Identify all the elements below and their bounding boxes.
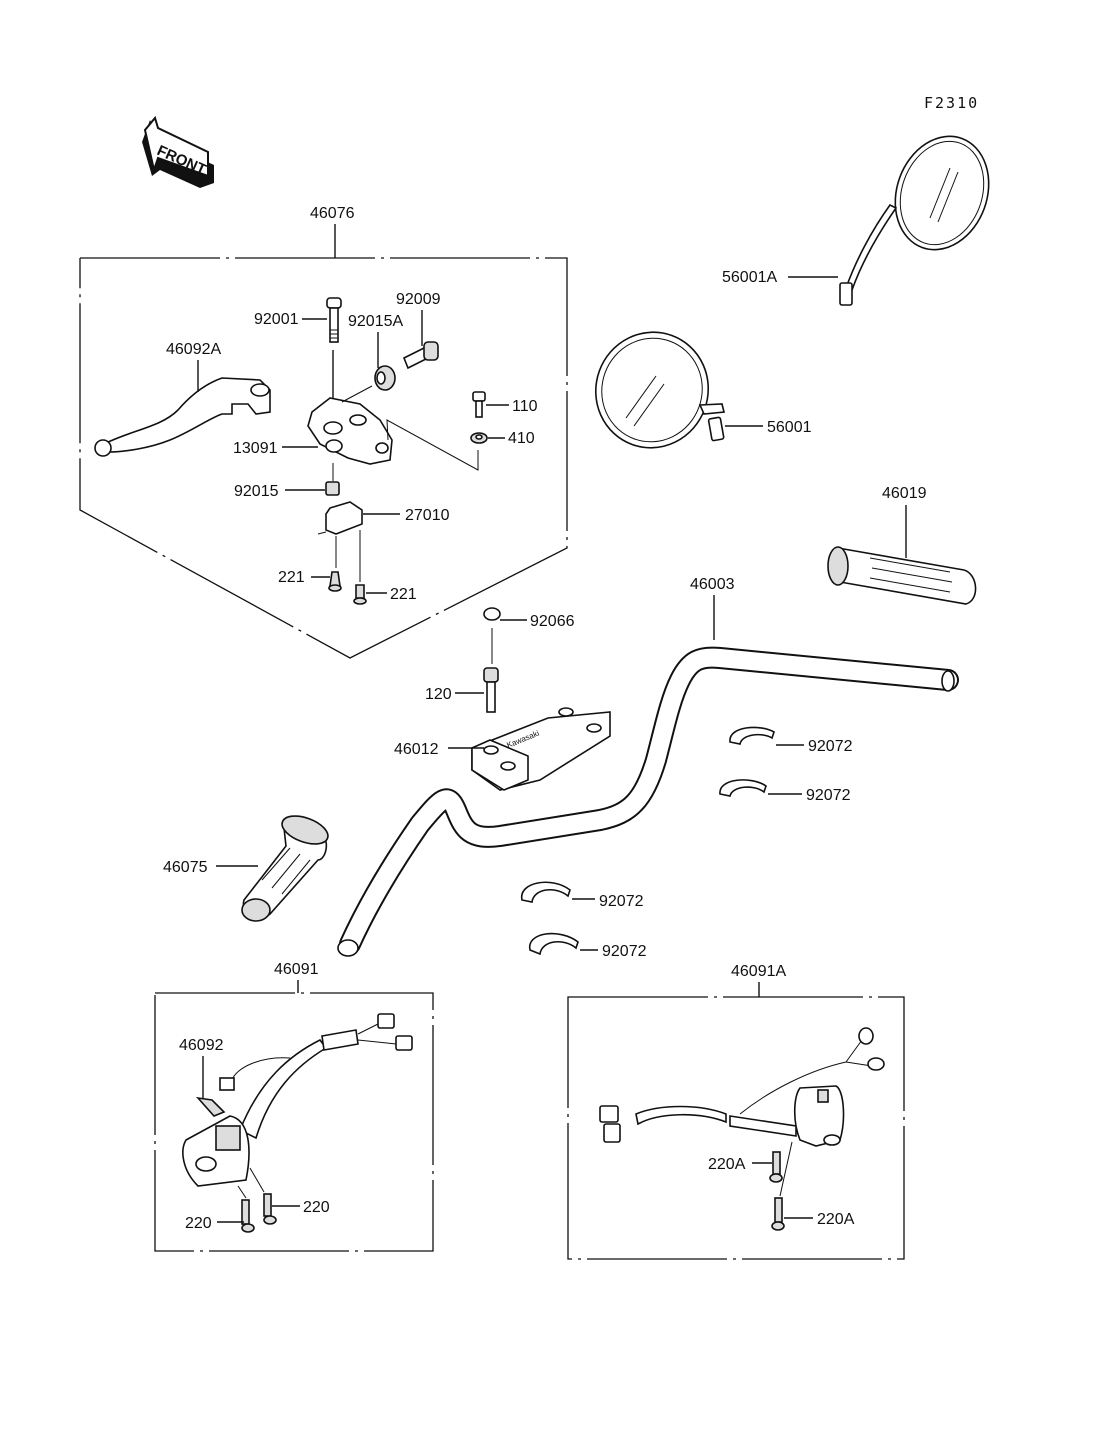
label-56001A: 56001A xyxy=(722,269,777,286)
label-46075: 46075 xyxy=(163,859,208,876)
label-46092: 46092 xyxy=(179,1037,224,1054)
part-410[interactable] xyxy=(470,432,488,444)
part-92015[interactable] xyxy=(325,481,340,496)
label-56001: 56001 xyxy=(767,419,812,436)
group-label-46076: 46076 xyxy=(310,205,355,222)
group-label-46091A: 46091A xyxy=(731,963,786,980)
part-46012[interactable]: Kawasaki xyxy=(471,707,611,791)
label-220A-b: 220A xyxy=(817,1211,855,1228)
part-220-a[interactable] xyxy=(241,1199,255,1233)
label-220-a: 220 xyxy=(185,1215,212,1232)
part-46019[interactable] xyxy=(827,546,977,605)
label-92072-b: 92072 xyxy=(806,787,851,804)
part-92072-d[interactable] xyxy=(529,932,579,956)
label-92072-c: 92072 xyxy=(599,893,644,910)
group-label-46091: 46091 xyxy=(274,961,319,978)
part-46091A-switch[interactable] xyxy=(599,1027,885,1147)
group-46091: 46091 46092 220 220 xyxy=(154,961,434,1252)
part-46075[interactable] xyxy=(241,811,332,922)
part-27010[interactable] xyxy=(317,501,363,535)
label-92015A: 92015A xyxy=(348,313,403,330)
label-92072-d: 92072 xyxy=(602,943,647,960)
part-220-b[interactable] xyxy=(263,1193,277,1225)
label-46003: 46003 xyxy=(690,576,735,593)
label-27010: 27010 xyxy=(405,507,450,524)
label-92066: 92066 xyxy=(530,613,575,630)
label-110: 110 xyxy=(512,398,538,415)
label-46092A: 46092A xyxy=(166,341,221,358)
group-box-46091A xyxy=(567,996,905,1260)
diagram-code: F2310 xyxy=(924,94,979,112)
part-92066[interactable] xyxy=(483,607,501,621)
part-110[interactable] xyxy=(472,391,486,418)
part-46091-switch[interactable] xyxy=(182,1013,413,1187)
part-221-b[interactable] xyxy=(353,584,367,605)
label-221-b: 221 xyxy=(390,586,417,603)
label-92009: 92009 xyxy=(396,291,441,308)
label-46012: 46012 xyxy=(394,741,439,758)
part-46092[interactable] xyxy=(195,1096,226,1117)
group-box-46076 xyxy=(79,257,568,659)
part-56001[interactable] xyxy=(580,316,726,463)
label-92015: 92015 xyxy=(234,483,279,500)
part-120[interactable] xyxy=(483,667,499,713)
label-220A-a: 220A xyxy=(708,1156,746,1173)
part-92001[interactable] xyxy=(326,297,342,343)
label-46019: 46019 xyxy=(882,485,927,502)
part-92072-b[interactable] xyxy=(719,779,767,797)
label-120: 120 xyxy=(425,686,452,703)
part-56001A[interactable] xyxy=(839,123,1004,306)
label-410: 410 xyxy=(508,430,535,447)
part-221-a[interactable] xyxy=(328,571,342,592)
group-box-46091 xyxy=(154,992,434,1252)
part-92015A[interactable] xyxy=(374,365,396,391)
part-220A-a[interactable] xyxy=(769,1151,783,1183)
part-92072-c[interactable] xyxy=(521,881,571,903)
label-92001: 92001 xyxy=(254,311,299,328)
part-46092A[interactable] xyxy=(94,377,271,457)
part-46003[interactable] xyxy=(337,646,959,957)
group-46076: 46076 46092A 92001 92015A xyxy=(79,205,568,659)
label-221-a: 221 xyxy=(278,569,305,586)
group-46091A: 46091A 220A 220A xyxy=(567,963,905,1260)
part-92009[interactable] xyxy=(402,341,439,370)
part-220A-b[interactable] xyxy=(771,1197,785,1231)
part-92072-a[interactable] xyxy=(729,726,775,745)
label-220-b: 220 xyxy=(303,1199,330,1216)
label-13091: 13091 xyxy=(233,440,278,457)
label-92072-a: 92072 xyxy=(808,738,853,755)
front-arrow-icon: FRONT xyxy=(142,115,214,188)
part-13091[interactable] xyxy=(307,397,393,465)
